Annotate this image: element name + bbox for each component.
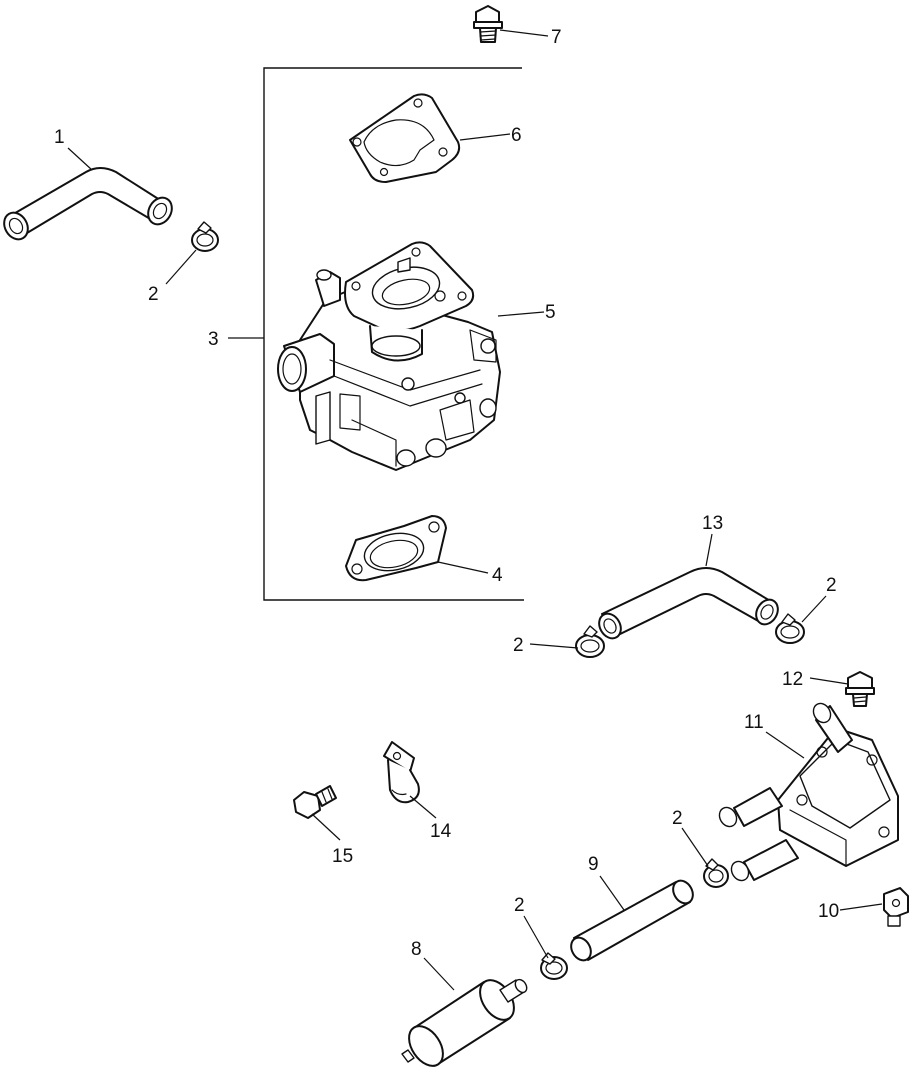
leader-9 — [599, 875, 625, 911]
leader-2e — [523, 915, 549, 959]
leader-8 — [423, 957, 455, 991]
callout-2-top: 2 — [148, 284, 159, 305]
callout-labels: 1 2 3 4 5 6 7 13 2 2 12 11 14 15 2 9 2 8… — [54, 27, 839, 960]
callout-2-near-filter: 2 — [514, 895, 525, 916]
leader-1 — [67, 147, 93, 171]
leader-11 — [765, 731, 805, 759]
callout-6: 6 — [511, 125, 522, 146]
p-clip-14 — [383, 741, 420, 804]
callout-7: 7 — [551, 27, 562, 48]
hose-13 — [598, 567, 779, 640]
callout-11: 11 — [744, 712, 764, 733]
callout-5: 5 — [545, 302, 556, 323]
bolt-7 — [473, 5, 503, 43]
leader-2c — [801, 595, 827, 623]
clamp-2-near-filter — [540, 952, 568, 980]
clamp-2-right-mid — [775, 613, 805, 644]
clamp-2-near-pump — [703, 858, 729, 888]
hose-9 — [570, 879, 694, 962]
leader-12 — [809, 677, 849, 685]
hose-1 — [3, 167, 173, 241]
callout-9: 9 — [588, 854, 599, 875]
leader-lines — [67, 29, 883, 991]
callout-13: 13 — [702, 513, 723, 534]
bolt-15 — [293, 785, 337, 819]
callout-2-left-mid: 2 — [513, 635, 524, 656]
clamp-2-top — [191, 221, 219, 252]
leader-4 — [437, 561, 489, 574]
fuel-filter-8 — [401, 978, 528, 1067]
leader-14 — [409, 795, 437, 819]
leader-2a — [165, 249, 197, 285]
gasket-4 — [345, 515, 447, 582]
leader-2d — [681, 827, 709, 867]
callout-8: 8 — [411, 939, 422, 960]
bolt-12 — [845, 671, 875, 707]
gasket-6 — [349, 93, 461, 183]
callout-14: 14 — [430, 821, 452, 842]
leader-7 — [499, 29, 549, 37]
leader-5 — [497, 311, 545, 317]
leader-13 — [705, 533, 713, 567]
callout-2-near-pump: 2 — [672, 808, 683, 829]
callout-4: 4 — [492, 565, 503, 586]
leader-10 — [839, 903, 883, 911]
clamp-2-left-mid — [575, 625, 605, 658]
assembly-3-bracket — [263, 67, 524, 601]
callout-2-right-mid: 2 — [826, 575, 837, 596]
leader-6 — [459, 133, 511, 141]
callout-10: 10 — [818, 901, 839, 922]
callout-15: 15 — [332, 846, 353, 867]
leader-15 — [311, 813, 341, 841]
carburetor-5 — [277, 241, 501, 471]
fuel-pump-11 — [718, 702, 899, 882]
callout-3: 3 — [208, 329, 219, 350]
fitting-10 — [883, 887, 909, 927]
callout-12: 12 — [782, 669, 803, 690]
leader-2b — [529, 643, 579, 649]
callout-1: 1 — [54, 127, 65, 148]
